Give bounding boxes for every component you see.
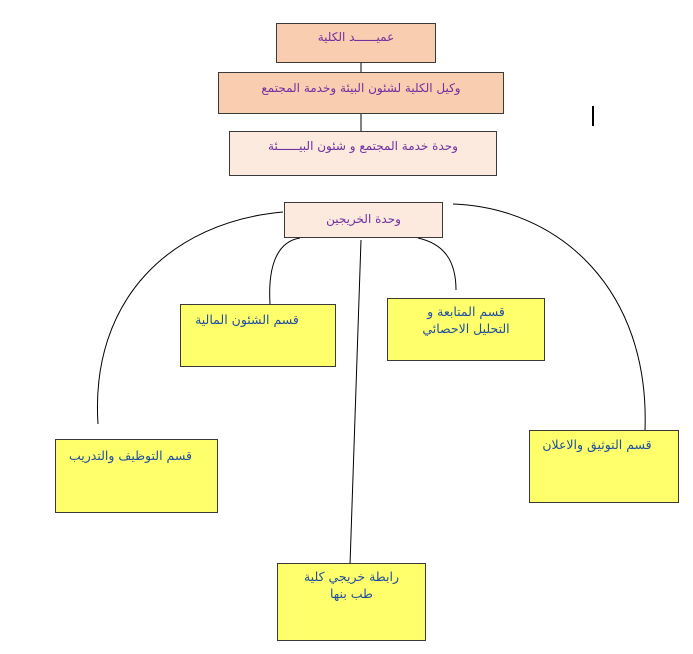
vice-dean-box: وكيل الكلية لشئون البيئة وخدمة المجتمع [218,72,504,114]
followup-dept-box: قسم المتابعة و التحليل الاحصائي [387,298,545,361]
alumni-association-box: رابطة خريجي كلية طب بنها [277,563,426,641]
text-cursor [592,106,594,126]
followup-dept-label: قسم المتابعة و التحليل الاحصائي [422,304,510,336]
alumni-association-label: رابطة خريجي كلية طب بنها [303,569,400,601]
employment-dept-label: قسم التوظيف والتدريب [68,448,192,463]
env-unit-label: وحدة خدمة المجتمع و شئون البيــــــئة [268,139,458,153]
vice-dean-label: وكيل الكلية لشئون البيئة وخدمة المجتمع [261,81,461,95]
dean-label: عميــــــد الكلية [317,30,395,44]
arc-to-financial [269,237,301,305]
arc-to-followup [417,237,457,291]
financial-dept-box: قسم الشئون المالية [180,304,336,367]
arc-to-documentation [452,203,646,431]
employment-dept-box: قسم التوظيف والتدريب [55,439,218,513]
financial-dept-label: قسم الشئون المالية [195,312,299,327]
documentation-dept-box: قسم التوثيق والاعلان [529,430,679,503]
dean-box: عميــــــد الكلية [276,23,436,63]
curve-to-alumni [349,239,362,566]
graduates-unit-box: وحدة الخريجين [284,202,443,238]
env-unit-box: وحدة خدمة المجتمع و شئون البيــــــئة [229,131,497,176]
graduates-unit-label: وحدة الخريجين [326,212,401,226]
arc-to-employment [96,211,284,425]
documentation-dept-label: قسم التوثيق والاعلان [542,437,652,452]
